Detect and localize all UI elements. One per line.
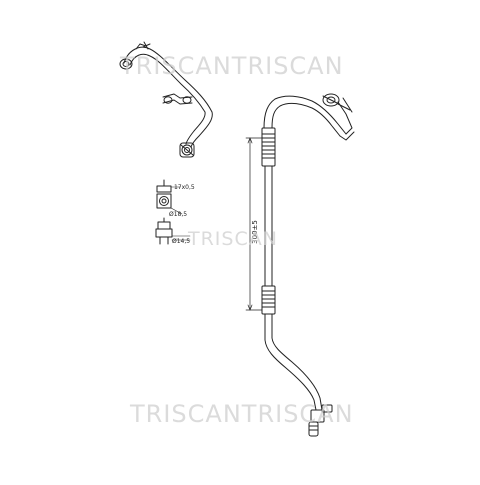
upper-crimp-ferrule xyxy=(261,127,276,167)
bottom-port-fitting xyxy=(308,404,333,437)
lower-fitting xyxy=(179,142,195,158)
watermark-bottom: TRISCANTRISCAN xyxy=(130,400,354,428)
watermark-middle: TRISCAN xyxy=(188,228,278,250)
outer-diameter-1-label: Ø18,5 xyxy=(169,211,187,218)
outer-diameter-2-label: Ø14,5 xyxy=(172,238,190,245)
fitting-detail-1 xyxy=(156,179,183,215)
hose-length-label: 300±5 xyxy=(251,220,259,244)
top-port-fitting xyxy=(322,93,340,107)
watermark-top: TRISCANTRISCAN xyxy=(120,52,344,80)
hose-assembly xyxy=(261,93,355,437)
mounting-bracket xyxy=(162,93,193,105)
lower-crimp-ferrule xyxy=(261,285,276,315)
side-view-pipe xyxy=(119,41,213,158)
length-dimension xyxy=(245,137,263,311)
flare-size-label: 17x0,5 xyxy=(174,184,195,191)
upper-fitting xyxy=(119,41,151,70)
fitting-detail-2 xyxy=(155,217,191,245)
